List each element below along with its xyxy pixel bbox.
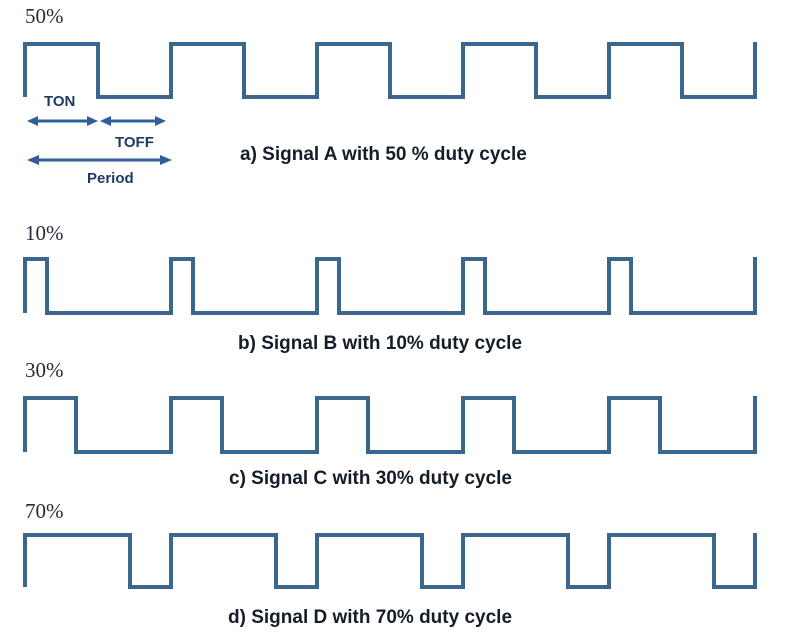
caption-signal-c: c) Signal C with 30% duty cycle: [229, 468, 512, 489]
caption-signal-d: d) Signal D with 70% duty cycle: [228, 607, 513, 628]
toff-arrow: [100, 116, 166, 126]
period-label: Period: [87, 170, 134, 187]
duty-label-a: 50%: [25, 4, 64, 28]
duty-label-d: 70%: [25, 499, 64, 523]
caption-signal-a: a) Signal A with 50 % duty cycle: [240, 144, 527, 165]
ton-label: TON: [44, 93, 76, 110]
caption-signal-b: b) Signal B with 10% duty cycle: [238, 333, 523, 354]
signal-b-waveform: [23, 257, 757, 315]
signal-c-waveform: [23, 396, 757, 454]
period-arrow: [27, 155, 172, 165]
duty-label-b: 10%: [25, 221, 64, 245]
ton-arrow: [27, 116, 98, 126]
toff-label: TOFF: [115, 134, 154, 151]
signal-a-waveform: [23, 42, 757, 99]
duty-label-c: 30%: [25, 358, 64, 382]
signal-d-waveform: [23, 533, 757, 589]
